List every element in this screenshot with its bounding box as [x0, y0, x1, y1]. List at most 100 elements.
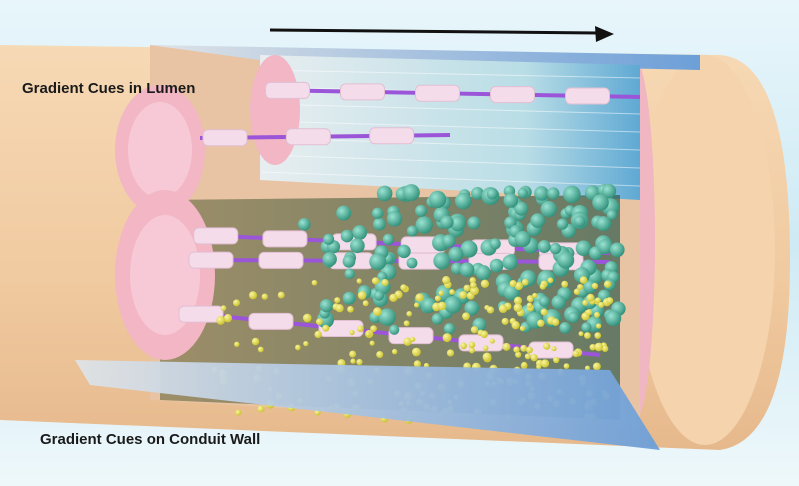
teal-particle [596, 216, 612, 232]
yellow-particle [220, 305, 227, 311]
yellow-particle [519, 325, 525, 332]
teal-particle [378, 308, 396, 326]
yellow-particle [234, 341, 240, 347]
yellow-particle [463, 284, 471, 292]
yellow-particle [584, 365, 590, 371]
teal-particle [397, 244, 411, 259]
yellow-particle [514, 282, 523, 291]
yellow-particle [303, 340, 309, 347]
teal-particle [459, 262, 475, 278]
yellow-particle [462, 312, 470, 321]
yellow-particle [406, 310, 412, 317]
yellow-particle [403, 320, 410, 327]
yellow-particle [400, 284, 407, 291]
yellow-particle [526, 302, 533, 308]
yellow-particle [511, 321, 520, 330]
teal-particle [319, 298, 334, 313]
yellow-particle [526, 346, 533, 354]
yellow-particle [468, 341, 476, 349]
yellow-particle [601, 345, 609, 352]
teal-particle [342, 255, 356, 268]
teal-particle [297, 218, 311, 231]
yellow-particle [223, 313, 233, 323]
yellow-particle [586, 293, 595, 302]
yellow-particle [257, 346, 264, 353]
teal-particle [389, 324, 400, 335]
conduit-wall-bottom [75, 360, 660, 450]
yellow-particle [561, 280, 569, 288]
yellow-particle [442, 333, 452, 343]
teal-particle [530, 213, 546, 228]
teal-particle [556, 218, 569, 230]
teal-particle [471, 186, 484, 200]
yellow-particle [302, 313, 312, 323]
teal-particle [372, 217, 386, 231]
yellow-particle [537, 319, 545, 327]
teal-particle [467, 216, 481, 230]
yellow-particle [553, 356, 560, 364]
yellow-particle [594, 332, 602, 339]
yellow-particle [502, 342, 511, 351]
yellow-particle [373, 307, 382, 316]
yellow-particle [513, 296, 523, 305]
yellow-particle [261, 293, 268, 300]
teal-particle [340, 229, 354, 243]
teal-particle [322, 252, 337, 267]
yellow-particle [582, 299, 589, 306]
label-gradient-wall: Gradient Cues on Conduit Wall [40, 431, 261, 448]
teal-particle [386, 211, 403, 227]
teal-particle [573, 215, 586, 228]
yellow-particle [469, 286, 479, 296]
yellow-particle [596, 323, 602, 329]
yellow-particle [573, 288, 581, 295]
teal-particle [415, 204, 428, 217]
teal-particle [601, 183, 617, 199]
yellow-particle [414, 302, 420, 308]
yellow-particle [606, 297, 614, 305]
yellow-particle [356, 278, 362, 284]
yellow-particle [551, 346, 557, 352]
teal-particle [402, 184, 420, 202]
yellow-particle [434, 295, 441, 302]
yellow-particle [216, 315, 226, 325]
yellow-particle [586, 309, 593, 316]
yellow-particle [532, 292, 538, 299]
yellow-particle [594, 297, 601, 304]
axon [264, 81, 641, 105]
teal-particle [415, 216, 433, 234]
yellow-particle [591, 282, 599, 290]
conduit-end-right [635, 55, 775, 445]
yellow-particle [592, 362, 601, 371]
teal-particle [502, 254, 518, 271]
yellow-particle [403, 337, 412, 346]
yellow-particle [446, 349, 455, 357]
yellow-particle [347, 305, 354, 313]
yellow-particle [509, 279, 517, 288]
teal-particle [342, 291, 356, 305]
yellow-particle [277, 291, 285, 299]
yellow-particle [540, 359, 550, 368]
teal-particle [442, 234, 456, 248]
teal-particle [454, 192, 472, 210]
teal-particle [517, 187, 529, 199]
yellow-particle [335, 304, 344, 313]
yellow-particle [334, 297, 341, 304]
yellow-particle [248, 291, 258, 300]
teal-particle [581, 322, 592, 333]
yellow-particle [322, 324, 330, 332]
yellow-particle [350, 358, 356, 364]
yellow-particle [527, 296, 534, 303]
label-gradient-lumen: Gradient Cues in Lumen [22, 80, 196, 97]
yellow-particle [362, 300, 369, 307]
yellow-particle [232, 299, 241, 307]
yellow-particle [413, 360, 421, 368]
yellow-particle [521, 278, 529, 286]
yellow-particle [589, 343, 597, 351]
yellow-particle [315, 318, 323, 326]
yellow-particle [257, 405, 265, 413]
yellow-particle [411, 347, 421, 357]
yellow-particle [572, 350, 580, 358]
teal-particle [597, 238, 613, 255]
yellow-particle [470, 281, 477, 289]
yellow-particle [357, 290, 367, 300]
